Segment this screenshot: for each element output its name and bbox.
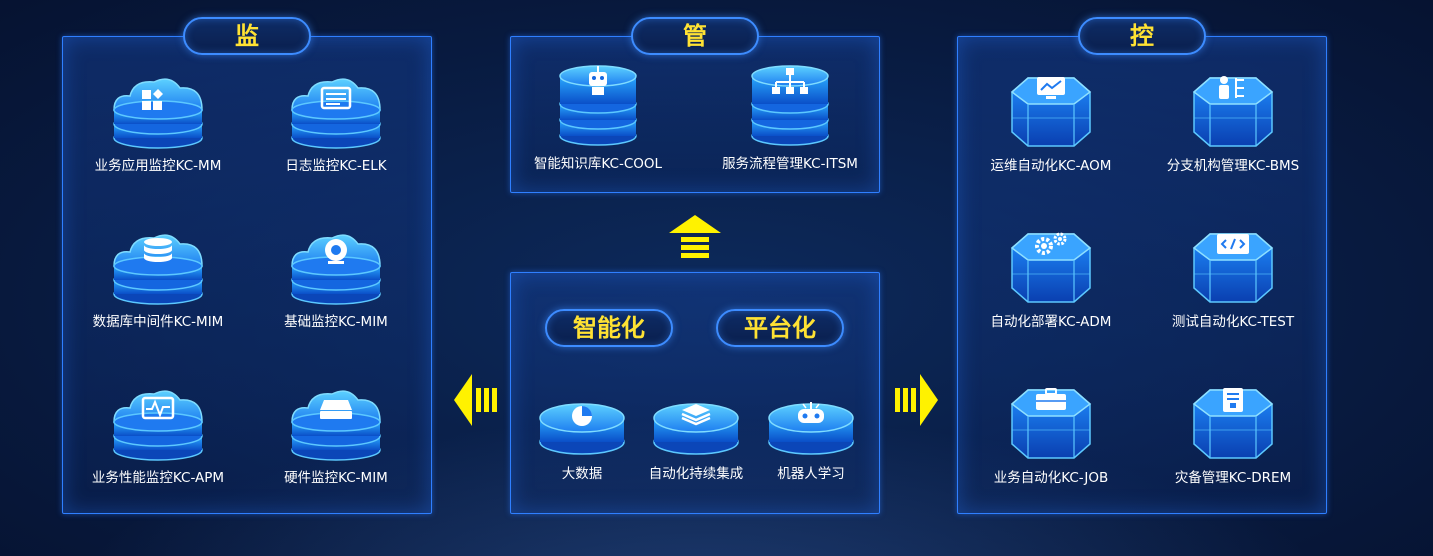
layers-icon [653,403,739,455]
monitor-tag: 监 [183,17,311,55]
monitor-item-label: 业务应用监控KC-MM [94,158,222,174]
platform-tag-intelligent: 智能化 [545,309,673,347]
apps-grid-icon [113,78,203,149]
arrow-right-icon [895,374,938,426]
monitor-item-database[interactable]: 数据库中间件KC-MIM [58,228,258,330]
code-icon [1192,233,1274,303]
monitor-item-label: 日志监控KC-ELK [285,158,387,174]
control-item-bms[interactable]: 分支机构管理KC-BMS [1133,70,1333,174]
control-item-label: 灾备管理KC-DREM [1174,470,1292,486]
monitor-item-business-app[interactable]: 业务应用监控KC-MM [58,72,258,174]
branch-icon [1192,76,1274,147]
control-item-aom[interactable]: 运维自动化KC-AOM [951,70,1151,174]
manage-tag: 管 [631,17,759,55]
manage-item-label: 智能知识库KC-COOL [533,156,663,172]
control-item-label: 测试自动化KC-TEST [1171,314,1295,330]
monitor-icon [1010,77,1092,147]
monitor-item-label: 硬件监控KC-MIM [284,470,388,486]
control-item-label: 业务自动化KC-JOB [993,470,1109,486]
control-item-test[interactable]: 测试自动化KC-TEST [1133,226,1333,330]
monitor-item-label: 业务性能监控KC-APM [91,470,225,486]
log-icon [291,78,381,149]
platform-item-bigdata[interactable]: 大数据 [482,392,682,482]
monitor-item-log[interactable]: 日志监控KC-ELK [236,72,436,174]
briefcase-icon [1010,388,1092,459]
platform-item-ci[interactable]: 自动化持续集成 [596,392,796,482]
robot-icon [559,65,637,146]
monitor-item-hardware[interactable]: 硬件监控KC-MIM [236,384,436,486]
manage-item-knowledge[interactable]: 智能知识库KC-COOL [498,62,698,172]
platform-tag-platform: 平台化 [716,309,844,347]
monitor-item-label: 基础监控KC-MIM [284,314,388,330]
pie-chart-icon [539,403,625,455]
org-chart-icon [751,65,829,146]
platform-item-label: 大数据 [561,466,603,482]
control-item-label: 运维自动化KC-AOM [990,158,1112,174]
platform-item-ml[interactable]: 机器人学习 [711,392,911,482]
document-icon [1192,388,1274,459]
control-item-label: 分支机构管理KC-BMS [1166,158,1300,174]
arrow-up-icon [669,215,721,258]
control-item-drem[interactable]: 灾备管理KC-DREM [1133,382,1333,486]
webcam-icon [291,234,381,305]
control-item-adm[interactable]: 自动化部署KC-ADM [951,226,1151,330]
platform-item-label: 机器人学习 [777,466,845,482]
monitor-item-basic[interactable]: 基础监控KC-MIM [236,228,436,330]
manage-item-label: 服务流程管理KC-ITSM [722,156,858,172]
monitor-item-apm[interactable]: 业务性能监控KC-APM [58,384,258,486]
hard-drive-icon [291,390,381,461]
database-icon [113,234,203,305]
robot-head-icon [768,402,854,455]
arrow-left-icon [454,374,497,426]
manage-item-itsm[interactable]: 服务流程管理KC-ITSM [690,62,890,172]
platform-item-label: 自动化持续集成 [648,466,744,482]
control-tag: 控 [1078,17,1206,55]
control-item-job[interactable]: 业务自动化KC-JOB [951,382,1151,486]
monitor-item-label: 数据库中间件KC-MIM [92,314,224,330]
gears-icon [1010,232,1092,303]
pulse-icon [113,390,203,461]
control-item-label: 自动化部署KC-ADM [990,314,1112,330]
